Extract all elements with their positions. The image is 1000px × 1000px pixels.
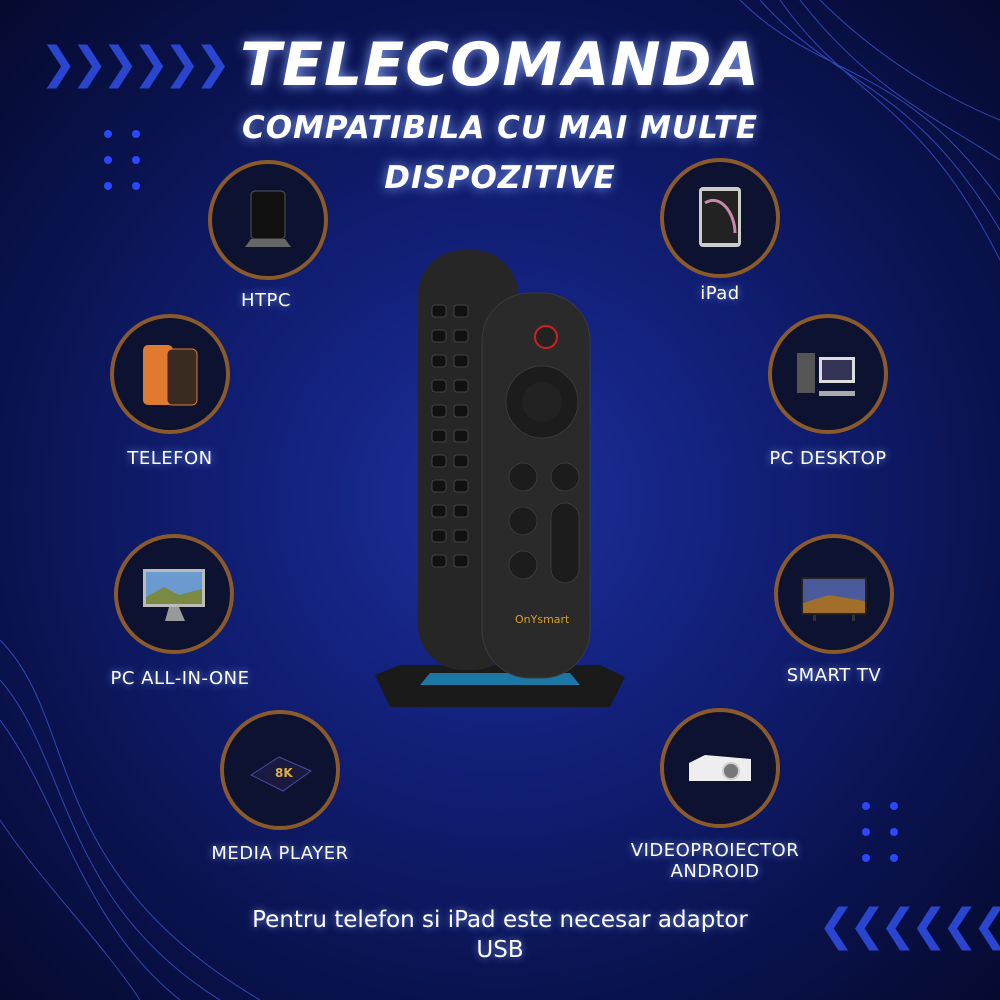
device-projector	[660, 708, 780, 828]
device-pc-all-in-one	[114, 534, 234, 654]
device-label: HTPC	[241, 290, 291, 311]
wave-decoration	[739, 0, 1000, 261]
device-htpc	[208, 160, 328, 280]
footer-note-line1: Pentru telefon si iPad este necesar adap…	[252, 907, 748, 933]
wave-decoration	[0, 639, 261, 1000]
svg-text:OnYsmart: OnYsmart	[515, 613, 570, 626]
device-phone	[110, 314, 230, 434]
projector-icon	[689, 755, 751, 781]
device-label: TELEFON	[127, 448, 213, 469]
footer-note-line2: USB	[476, 937, 524, 963]
device-label: MEDIA PLAYER	[211, 843, 349, 864]
htpc-icon	[245, 190, 291, 247]
device-label: PC ALL-IN-ONE	[110, 668, 250, 689]
device-ipad	[660, 158, 780, 278]
tv-icon	[801, 577, 867, 621]
all-in-one-icon	[143, 569, 205, 621]
chevrons-right-decoration: ❯❯❯❯❯❯	[40, 38, 231, 89]
remote-product-image: OnYsmart	[375, 250, 625, 707]
subtitle-line2: DISPOZITIVE	[384, 160, 616, 196]
tablet-icon	[699, 187, 741, 247]
subtitle-line1: COMPATIBILA CU MAI MULTE	[241, 110, 759, 146]
device-label: SMART TV	[786, 665, 882, 686]
chevrons-left-decoration: ❮❮❮❮❮❮	[818, 900, 1000, 951]
device-label: VIDEOPROIECTOR	[630, 840, 800, 861]
phone-icon	[143, 345, 198, 406]
svg-text:8K: 8K	[275, 766, 293, 780]
dots-decoration	[104, 130, 140, 190]
device-label: iPad	[700, 283, 740, 304]
device-media-player: 8K	[220, 710, 340, 830]
device-pc-desktop	[768, 314, 888, 434]
footer-note: Pentru telefon si iPad este necesar adap…	[0, 905, 1000, 965]
desktop-icon	[797, 353, 855, 396]
page-title: TELECOMANDA	[240, 30, 760, 100]
device-label-line2: ANDROID	[670, 861, 760, 882]
device-label: PC DESKTOP	[769, 448, 887, 469]
dots-decoration	[862, 802, 898, 862]
device-smart-tv	[774, 534, 894, 654]
media-box-icon: 8K	[249, 756, 313, 792]
